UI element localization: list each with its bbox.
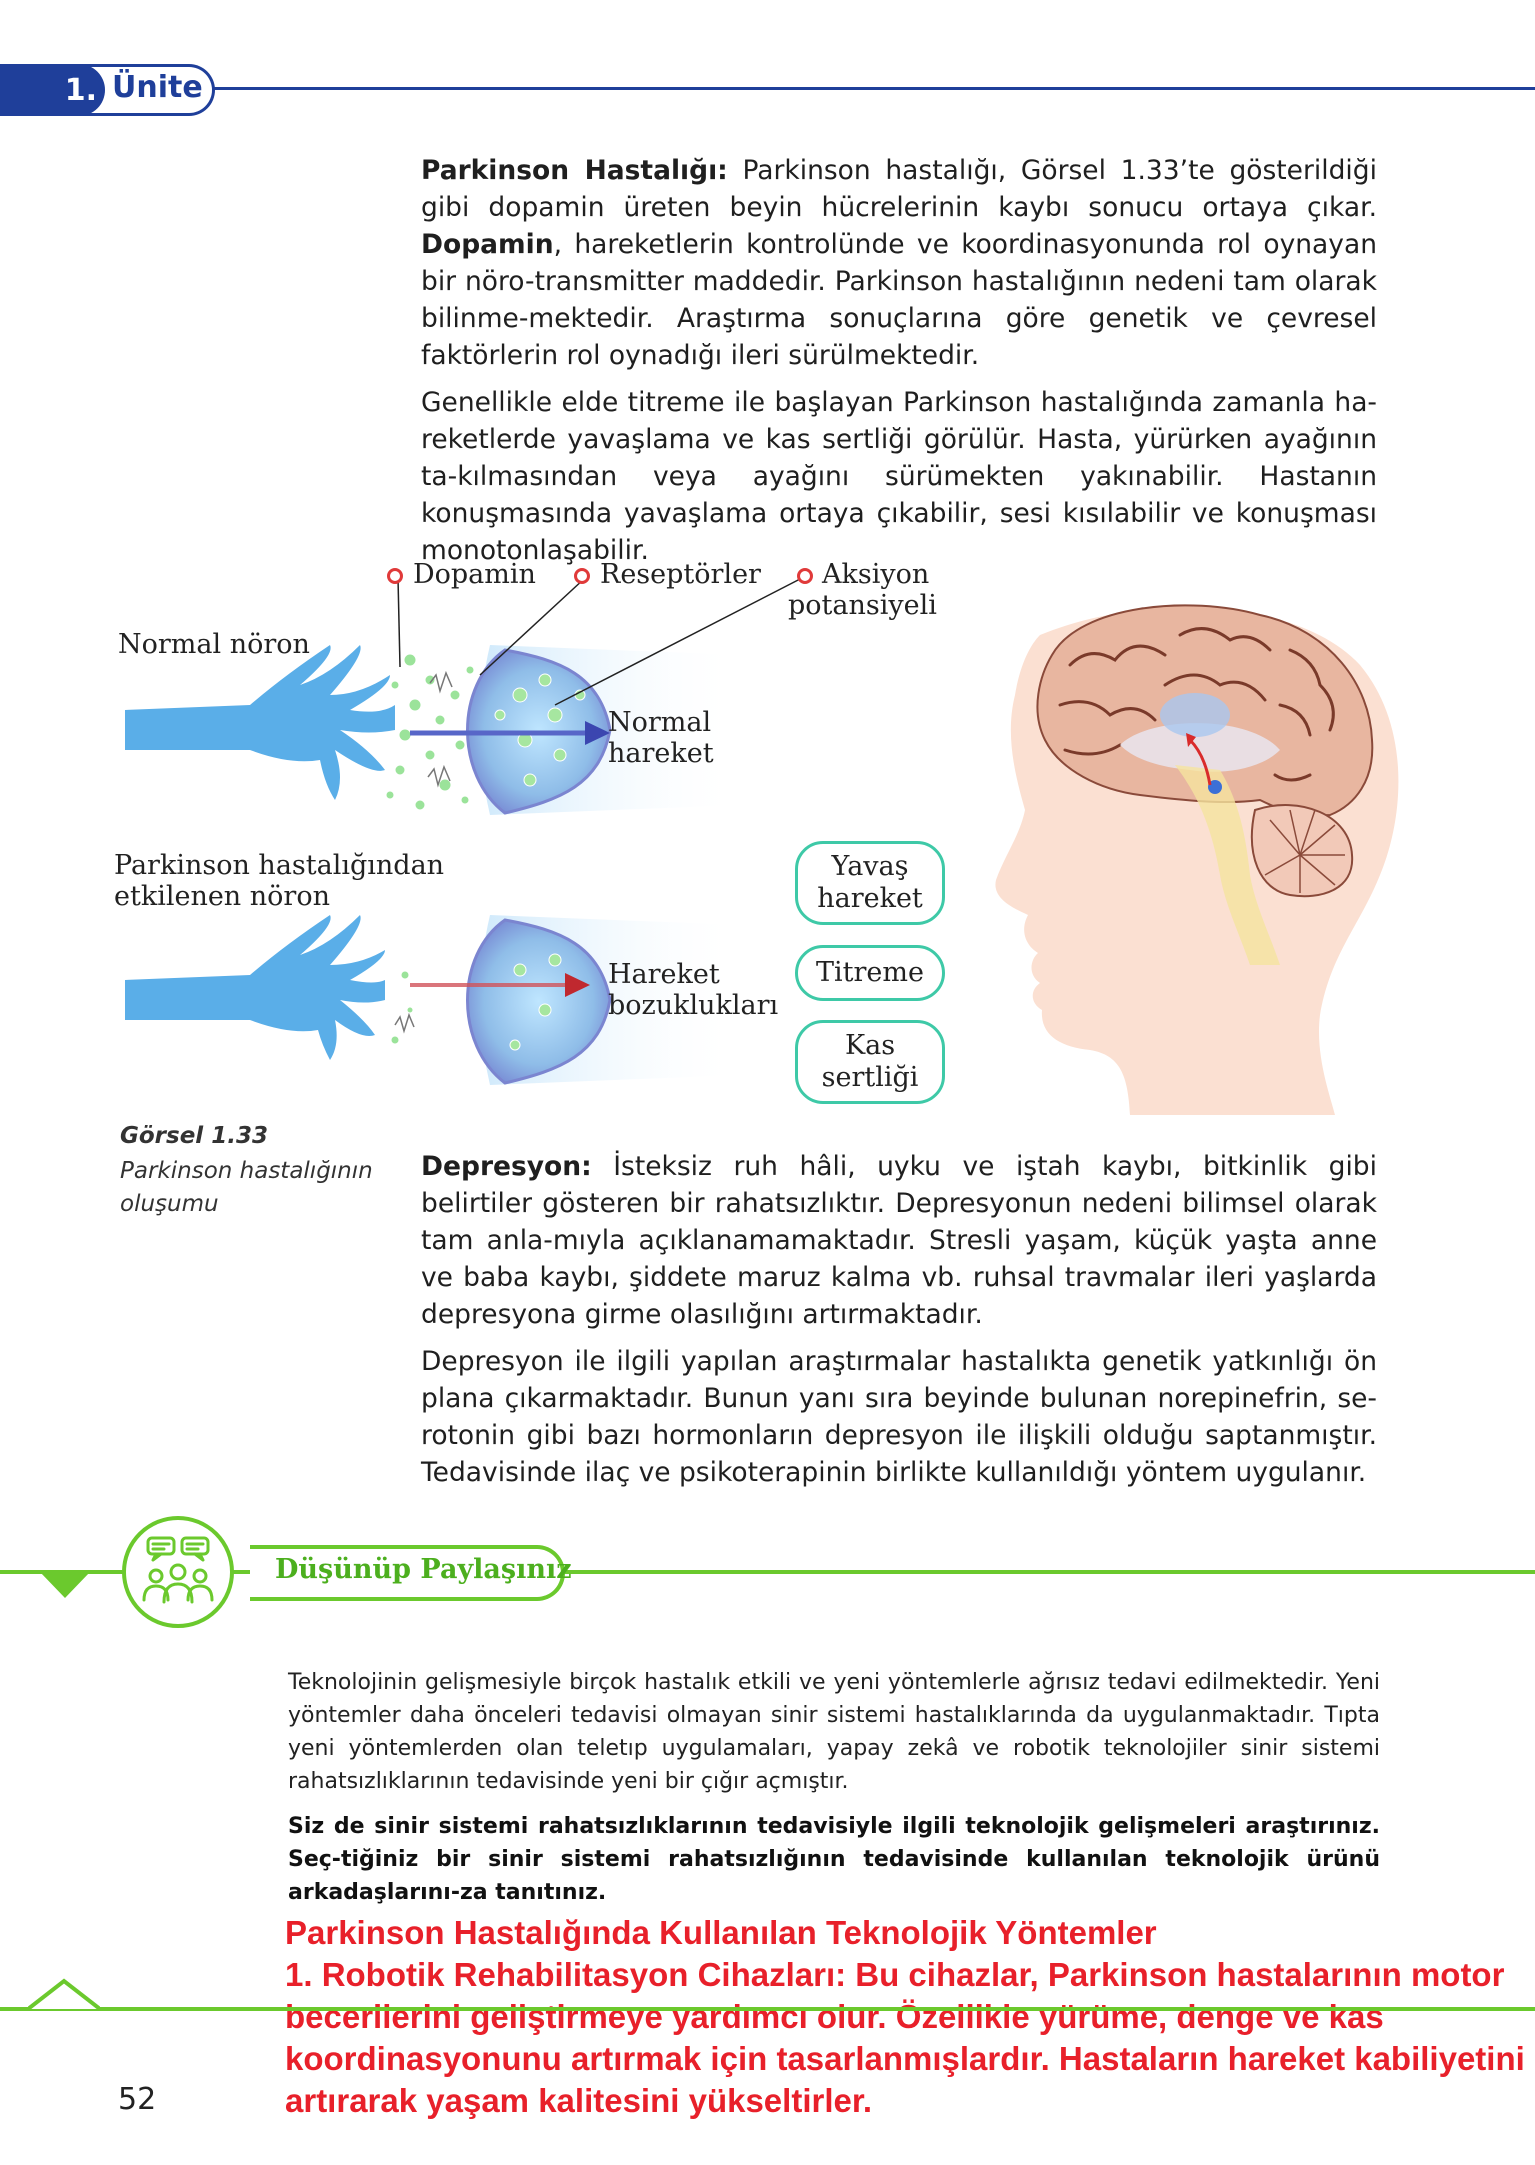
label-action-potential-1: Aksiyon <box>822 559 930 590</box>
discussion-group-icon <box>142 1536 214 1604</box>
label-dopamin: Dopamin <box>413 559 536 590</box>
neuron-illustration <box>125 577 1399 1115</box>
parkinson-paragraph-2: Genellikle elde titreme ile başlayan Par… <box>421 387 1377 566</box>
affected-neuron-terminal <box>125 915 385 1060</box>
think-share-title-box <box>250 1545 565 1601</box>
think-share-title: Düşünüp Paylaşınız <box>275 1554 572 1585</box>
answer-heading: Parkinson Hastalığında Kullanılan Teknol… <box>285 1914 1157 1951</box>
label-action-potential-2: potansiyeli <box>788 590 937 621</box>
bottom-rule-notch <box>28 1978 100 2011</box>
unit-name: Ünite <box>112 70 203 105</box>
parkinson-text-a: Parkinson hastalığı, Görsel 1.33’te göst… <box>421 155 1377 223</box>
think-share-task: Siz de sinir sistemi rahatsızlıklarının … <box>288 1814 1380 1905</box>
symptom-slow-2: hareket <box>817 883 923 914</box>
depression-paragraph-2: Depresyon ile ilgili yapılan araştırmala… <box>421 1346 1377 1488</box>
depression-paragraph-1: Depresyon: İsteksiz ruh hâli, uyku ve iş… <box>421 1148 1377 1333</box>
unit-number: 1. <box>0 64 105 116</box>
label-receptors: Reseptörler <box>600 559 761 590</box>
unit-header-line <box>200 87 1535 90</box>
bottom-rule <box>0 2007 1535 2011</box>
label-normal-move-2: hareket <box>608 738 714 769</box>
depression-term: Depresyon: <box>421 1151 592 1182</box>
answer-text: 1. Robotik Rehabilitasyon Cihazları: Bu … <box>285 1956 1525 2119</box>
action-potential-marker <box>797 568 813 584</box>
label-affected-neuron-1: Parkinson hastalığından <box>114 850 445 881</box>
parkinson-section: Parkinson Hastalığı: Parkinson hastalığı… <box>421 152 1377 569</box>
symptom-rigid-2: sertliği <box>821 1062 919 1093</box>
figure-caption-text: Parkinson hastalığının oluşumu <box>120 1158 373 1217</box>
figure-parkinson: Dopamin Reseptörler Aksiyon potansiyeli … <box>0 555 1535 1115</box>
normal-neuron-terminal <box>125 645 395 800</box>
label-disorder-1: Hareket <box>608 959 720 990</box>
dopamin-marker <box>387 568 403 584</box>
label-disorder-2: bozuklukları <box>608 990 779 1021</box>
think-share-body: Teknolojinin gelişmesiyle birçok hastalı… <box>288 1670 1380 1794</box>
receptors-marker <box>574 568 590 584</box>
think-share-content: Teknolojinin gelişmesiyle birçok hastalı… <box>288 1666 1380 1909</box>
parkinson-paragraph-1: Parkinson Hastalığı: Parkinson hastalığı… <box>421 152 1377 374</box>
label-normal-move-1: Normal <box>608 707 712 738</box>
think-share-pointer <box>40 1572 90 1598</box>
label-affected-neuron-2: etkilenen nöron <box>114 881 330 912</box>
symptom-slow-movement: Yavaş hareket <box>795 841 945 925</box>
symptom-tremor: Titreme <box>795 945 945 1001</box>
think-share-line <box>0 1570 1535 1574</box>
parkinson-text-b: , hareketlerin kontrolünde ve koordinasy… <box>421 229 1377 371</box>
answer-block: Parkinson Hastalığında Kullanılan Teknol… <box>285 1912 1535 2122</box>
depression-section: Depresyon: İsteksiz ruh hâli, uyku ve iş… <box>421 1148 1377 1491</box>
parkinson-term: Parkinson Hastalığı: <box>421 155 728 186</box>
symptom-tremor-text: Titreme <box>816 957 924 988</box>
dopamine-vesicles-reduced <box>390 970 414 1045</box>
dopamin-term: Dopamin <box>421 229 554 260</box>
think-share-badge <box>122 1516 234 1628</box>
symptom-rigidity: Kas sertliği <box>795 1020 945 1104</box>
depression-text-1: İsteksiz ruh hâli, uyku ve iştah kaybı, … <box>421 1151 1377 1330</box>
figure-caption-title: Görsel 1.33 <box>120 1123 268 1149</box>
label-normal-neuron: Normal nöron <box>118 629 310 660</box>
symptom-slow-1: Yavaş <box>831 851 909 882</box>
page-number: 52 <box>118 2082 157 2117</box>
dopamine-vesicles <box>385 653 475 811</box>
symptom-rigid-1: Kas <box>844 1030 896 1061</box>
